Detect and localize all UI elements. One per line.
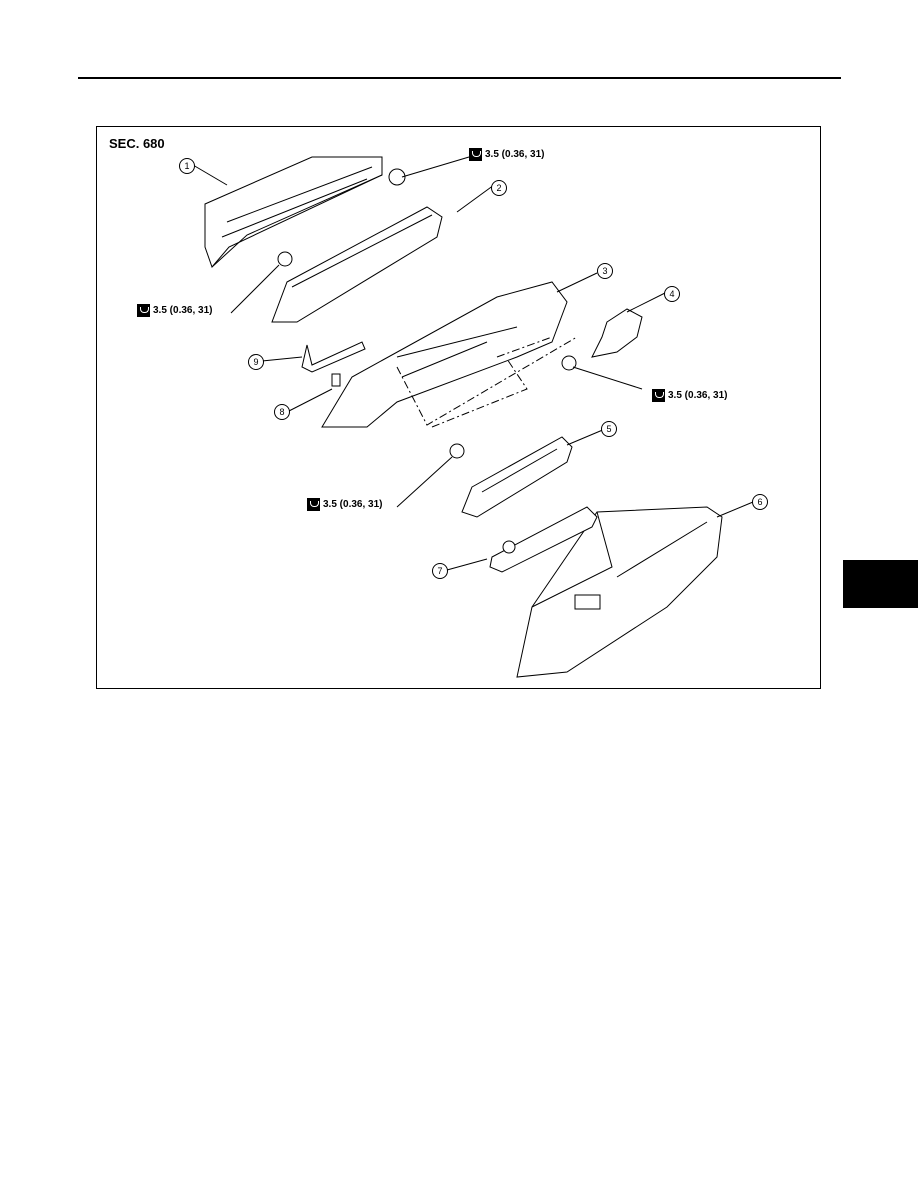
- part-5-hinge: [461, 436, 573, 518]
- torque-value: 3.5 (0.36, 31): [153, 305, 213, 316]
- part-6-glovebox: [516, 506, 723, 678]
- torque-wrench-icon: [469, 148, 482, 161]
- part-1-housing: [204, 156, 383, 268]
- part-7-latch: [489, 506, 598, 573]
- torque-spec-4: 3.5 (0.36, 31): [307, 498, 382, 511]
- section-label: SEC. 680: [109, 136, 165, 151]
- bolt-c: [561, 355, 577, 371]
- bolt-b: [277, 251, 293, 267]
- callout-9: 9: [248, 354, 264, 370]
- callout-5: 5: [601, 421, 617, 437]
- torque-value: 3.5 (0.36, 31): [485, 149, 545, 160]
- bolt-a: [388, 168, 406, 186]
- part-8-clip: [331, 373, 341, 387]
- part-4-bracket: [591, 308, 643, 358]
- torque-wrench-icon: [137, 304, 150, 317]
- callout-1: 1: [179, 158, 195, 174]
- callout-8: 8: [274, 404, 290, 420]
- callout-6: 6: [752, 494, 768, 510]
- parts-drawing: [192, 156, 754, 678]
- torque-wrench-icon: [307, 498, 320, 511]
- torque-wrench-icon: [652, 389, 665, 402]
- torque-spec-1: 3.5 (0.36, 31): [469, 148, 544, 161]
- callout-4: 4: [664, 286, 680, 302]
- callout-3: 3: [597, 263, 613, 279]
- callout-2: 2: [491, 180, 507, 196]
- page-header-rule: [78, 77, 841, 79]
- torque-value: 3.5 (0.36, 31): [323, 499, 383, 510]
- torque-value: 3.5 (0.36, 31): [668, 390, 728, 401]
- part-2-lid: [271, 206, 443, 323]
- exploded-view-figure: SEC. 680: [96, 126, 821, 689]
- part-3-cluster: [321, 281, 568, 428]
- bolt-d: [449, 443, 465, 459]
- torque-spec-3: 3.5 (0.36, 31): [652, 389, 727, 402]
- section-tab: [843, 560, 918, 608]
- callout-7: 7: [432, 563, 448, 579]
- torque-spec-2: 3.5 (0.36, 31): [137, 304, 212, 317]
- part-9-arm: [301, 341, 366, 373]
